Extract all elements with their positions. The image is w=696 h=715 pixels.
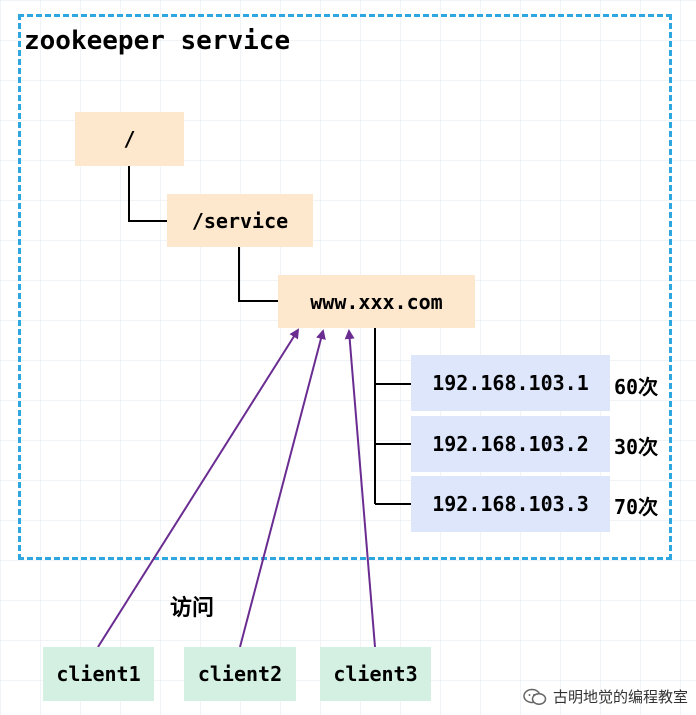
server-node-2-ip: 192.168.103.2: [432, 432, 589, 456]
client-node-3: client3: [320, 647, 431, 701]
znode-service: /service: [167, 194, 313, 247]
znode-service-label: /service: [191, 208, 289, 233]
server-node-1: 192.168.103.1: [411, 355, 610, 411]
client-node-3-label: client3: [333, 662, 418, 686]
client2-access-arrow: [239, 329, 326, 648]
watermark-text: 古明地觉的编程教室: [552, 688, 688, 706]
server-node-2: 192.168.103.2: [411, 416, 610, 472]
diagram-title: zookeeper service: [24, 26, 291, 56]
client-node-2: client2: [184, 647, 296, 701]
client-node-1-label: client1: [56, 662, 141, 686]
server-node-3-ip: 192.168.103.3: [432, 492, 589, 516]
server-node-1-count: 60次: [614, 375, 659, 399]
znode-domain: www.xxx.com: [278, 275, 475, 328]
client-node-2-label: client2: [197, 662, 283, 686]
server-node-2-count: 30次: [614, 435, 659, 459]
service-to-domain-connector: [238, 247, 278, 302]
znode-root: /: [75, 112, 184, 166]
client-node-1: client1: [43, 647, 154, 701]
client3-access-arrow: [344, 329, 376, 648]
server-node-3: 192.168.103.3: [411, 476, 610, 532]
access-label: 访问: [170, 596, 215, 621]
client1-access-arrow: [97, 328, 300, 648]
znode-domain-label: www.xxx.com: [310, 289, 443, 314]
server-node-3-count: 70次: [614, 495, 659, 519]
zookeeper-service-boundary: [18, 14, 672, 560]
server-node-1-ip: 192.168.103.1: [432, 371, 589, 395]
root-to-service-connector: [128, 166, 167, 222]
wechat-icon: [523, 688, 547, 705]
znode-root-label: /: [123, 127, 136, 151]
watermark: 古明地觉的编程教室: [523, 686, 688, 707]
